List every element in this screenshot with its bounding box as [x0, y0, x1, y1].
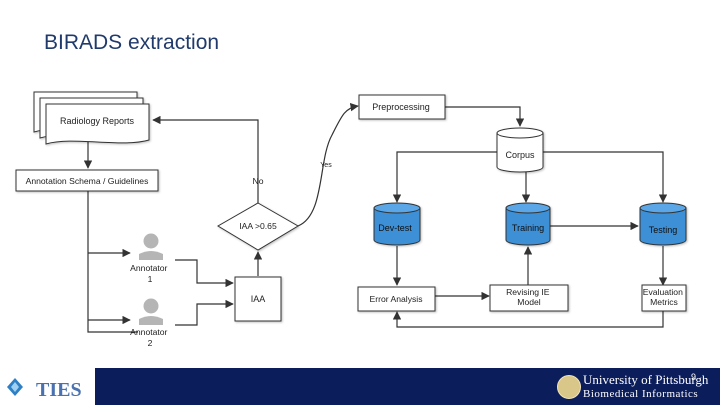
edge-decision-no: [152, 115, 259, 203]
annotator1-line: Annotator: [130, 263, 167, 273]
annotator1-line: 1: [148, 274, 153, 284]
edge-corpus-to-testing: [543, 151, 668, 203]
evaluation-line: Metrics: [650, 297, 678, 307]
slide-title: BIRADS extraction: [44, 31, 220, 54]
training-label: Training: [512, 223, 544, 233]
revising-line: Model: [517, 297, 540, 307]
annotator2-avatar: [139, 298, 163, 325]
pitt-seal-icon: [557, 375, 581, 399]
annotator1-label: Annotator 1: [130, 263, 170, 284]
annotation-schema-label: Annotation Schema / Guidelines: [26, 176, 149, 186]
preprocessing-node: [358, 94, 446, 120]
footer-band: [95, 368, 720, 405]
department-name: Biomedical Informatics: [583, 388, 699, 400]
revising-ie-model-label: Revising IE Model: [506, 287, 552, 307]
dev-test-label: Dev-test: [378, 223, 412, 233]
error-analysis-label: Error Analysis: [369, 294, 422, 304]
error-analysis-node: [357, 286, 436, 312]
corpus-node: [496, 127, 544, 173]
testing-label: Testing: [649, 225, 678, 235]
edge-evaluation-to-error: [392, 311, 664, 328]
training-node: [505, 202, 551, 246]
revising-ie-model-node: [489, 284, 569, 312]
diagram-edges: [83, 103, 668, 333]
iaa-node: [234, 276, 282, 322]
evaluation-metrics-label: Evaluation Metrics: [643, 287, 686, 307]
edge-schema-trunk: [87, 191, 138, 333]
annotation-schema-node: [15, 169, 159, 192]
iaa-decision-label: IAA >0.65: [239, 221, 277, 231]
edge-label-no: No: [253, 176, 264, 186]
radiology-reports-node: [33, 91, 150, 145]
annotator2-label: Annotator 2: [130, 327, 170, 348]
page-number: 9: [691, 372, 697, 382]
annotator1-avatar: [139, 233, 163, 260]
edge-annotator1-to-iaa: [175, 259, 234, 288]
edge-corpus-to-devtest: [392, 151, 497, 203]
preprocessing-label: Preprocessing: [372, 102, 430, 112]
testing-node: [639, 202, 687, 246]
dev-test-node: [373, 202, 421, 246]
edge-preprocessing-to-corpus: [445, 106, 525, 127]
evaluation-line: Evaluation: [643, 287, 683, 297]
edge-annotator2-to-iaa: [175, 299, 234, 326]
ties-logo-text: TIES: [36, 379, 82, 401]
annotator2-line: Annotator: [130, 327, 167, 337]
iaa-label: IAA: [251, 294, 266, 304]
revising-line: Revising IE: [506, 287, 550, 297]
iaa-decision-node: [217, 202, 299, 251]
university-name: University of Pittsburgh: [583, 372, 709, 387]
workflow-diagram: Radiology Reports Annotation Schema / Gu…: [15, 91, 687, 348]
edge-decision-yes: [297, 103, 359, 227]
corpus-label: Corpus: [505, 150, 535, 160]
edge-label-yes: Yes: [320, 162, 332, 169]
ties-logo: TIES: [7, 378, 82, 401]
annotator2-line: 2: [148, 338, 153, 348]
evaluation-metrics-node: [641, 284, 687, 312]
radiology-reports-label: Radiology Reports: [60, 116, 135, 126]
slide-footer: TIES University of Pittsburgh Biomedical…: [0, 368, 720, 405]
